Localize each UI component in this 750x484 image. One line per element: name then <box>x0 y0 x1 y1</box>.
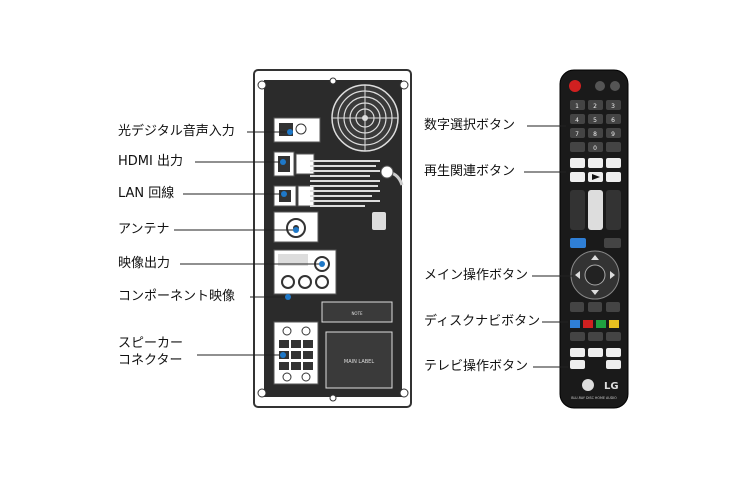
label-hdmi-output: HDMI 出力 <box>118 154 183 169</box>
play-icon <box>592 174 600 180</box>
label-optical-input: 光デジタル音声入力 <box>118 124 235 139</box>
speaker-connectors <box>273 321 319 385</box>
power-button-icon <box>569 80 581 92</box>
svg-text:8: 8 <box>593 131 597 138</box>
tv-buttons <box>570 348 621 369</box>
label-disc-nav-buttons: ディスクナビボタン <box>424 314 541 329</box>
label-lan: LAN 回線 <box>118 186 175 201</box>
rear-panel: NOTE MAIN LABEL <box>253 69 412 408</box>
optical-port <box>273 117 321 143</box>
label-speaker-line2: コネクター <box>118 353 183 368</box>
java-logo <box>372 212 386 230</box>
lan-port <box>273 185 315 207</box>
note-text: NOTE <box>351 311 363 316</box>
svg-text:3: 3 <box>611 103 615 110</box>
color-buttons <box>570 320 619 328</box>
number-labels: 1 2 3 4 5 6 7 8 9 0 <box>575 103 615 152</box>
remote-control: 1 2 3 4 5 6 7 8 9 0 <box>559 69 629 409</box>
label-video-output: 映像出力 <box>118 256 171 271</box>
svg-text:9: 9 <box>611 131 615 138</box>
fan-grille <box>331 84 399 152</box>
svg-text:2: 2 <box>593 103 597 110</box>
svg-text:1: 1 <box>575 103 579 110</box>
remote-model-text: BLU-RAY DISC HOME AUDIO <box>571 396 617 400</box>
svg-text:5: 5 <box>593 117 597 124</box>
svg-text:4: 4 <box>575 117 579 124</box>
label-numeric-buttons: 数字選択ボタン <box>424 118 516 133</box>
video-ports <box>273 249 337 295</box>
left-callout-lines <box>174 131 322 356</box>
playback-buttons <box>570 158 621 182</box>
warning-text-block <box>310 160 380 207</box>
number-pad <box>570 100 621 152</box>
label-speaker-line1: スピーカー <box>118 336 184 351</box>
left-callout-dots <box>280 129 325 358</box>
svg-text:7: 7 <box>575 131 579 138</box>
right-callout-lines <box>524 125 573 368</box>
label-tv-buttons: テレビ操作ボタン <box>424 359 529 374</box>
label-main-buttons: メイン操作ボタン <box>424 268 529 283</box>
main-label-text: MAIN LABEL <box>344 359 374 365</box>
lg-logo-icon <box>582 379 594 391</box>
label-playback-buttons: 再生関連ボタン <box>424 164 516 179</box>
svg-text:6: 6 <box>611 117 615 124</box>
remote-brand: LG <box>604 381 619 392</box>
screws <box>257 77 409 402</box>
svg-text:0: 0 <box>593 145 597 152</box>
label-antenna: アンテナ <box>118 222 170 237</box>
dpad <box>570 250 620 300</box>
label-component-video: コンポーネント映像 <box>118 289 236 304</box>
hdmi-port <box>273 151 315 177</box>
